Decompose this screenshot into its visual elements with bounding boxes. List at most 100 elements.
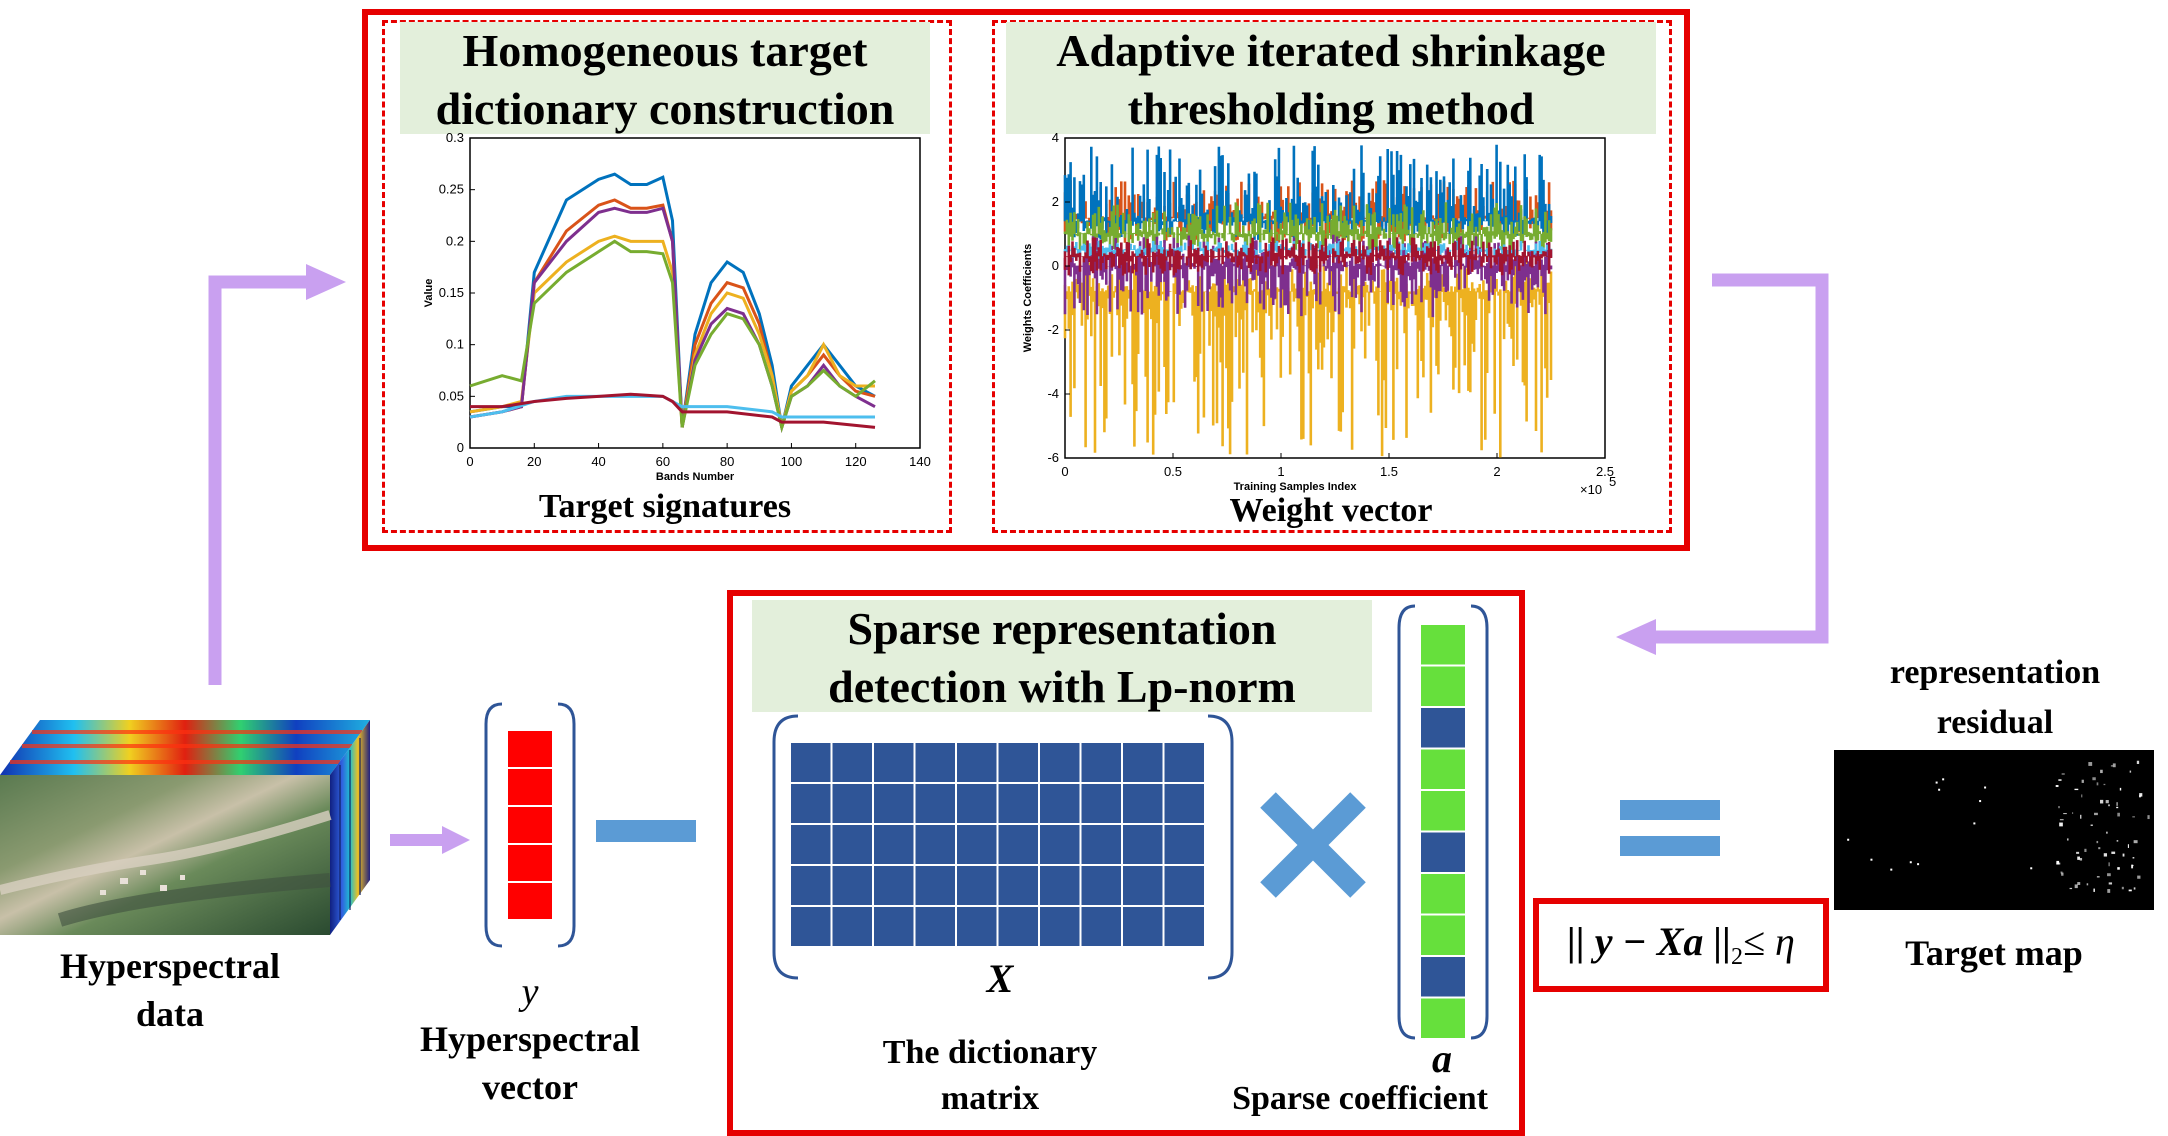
coef-cell <box>1419 996 1467 1040</box>
residual-pixel <box>2117 867 2120 870</box>
arrow-head-small <box>442 826 470 854</box>
x-axis-label: Bands Number <box>656 471 735 483</box>
matrix-caption-line2: matrix <box>940 1080 1040 1117</box>
matrix-cell <box>913 741 957 784</box>
left-panel-title-line2: dictionary construction <box>435 83 895 134</box>
vector-label: Hyperspectral vector <box>390 1015 670 1111</box>
y-axis-label: Value <box>423 279 435 308</box>
sparse-coefficient-vector <box>1397 604 1489 1040</box>
residual-pixel <box>2103 783 2106 786</box>
residual-pixel <box>1890 868 1893 871</box>
hyperspectral-cube-image <box>0 720 370 935</box>
matrix-cell <box>1038 741 1082 784</box>
matrix-cell <box>1121 741 1165 784</box>
matrix-cell <box>789 782 833 825</box>
matrix-cell <box>1162 864 1206 907</box>
x-tick-label: 100 <box>781 454 803 469</box>
residual-pixel <box>2133 840 2138 844</box>
coef-cell <box>1419 664 1467 708</box>
formula-box <box>1533 898 1829 992</box>
x-tick-label: 120 <box>845 454 867 469</box>
formula-sub: 2 <box>1731 944 1744 970</box>
residual-pixel <box>2147 815 2150 820</box>
series-line-3 <box>469 234 875 428</box>
formula: || y − Xa ||2≤ η <box>1533 918 1829 971</box>
residual-pixel <box>1984 786 1987 789</box>
vector-label-line2: vector <box>482 1067 578 1107</box>
residual-pixel <box>2129 770 2132 773</box>
residual-pixel <box>2077 882 2081 885</box>
y-tick-label: 2 <box>1052 194 1059 209</box>
residual-pixel <box>2086 883 2089 886</box>
residual-pixel <box>2081 779 2084 783</box>
y-tick-label: -2 <box>1047 322 1059 337</box>
y-tick-label: 4 <box>1052 130 1059 145</box>
residual-pixel <box>2072 812 2074 814</box>
matrix-cell <box>1079 782 1123 825</box>
hyperspectral-data-label: Hyperspectral data <box>30 942 310 1038</box>
target-map-image <box>1834 750 2154 910</box>
residual-pixel <box>2105 800 2109 804</box>
equals-operator <box>1620 800 1720 856</box>
residual-pixel <box>2093 888 2095 892</box>
residual-pixel <box>2080 814 2082 819</box>
x-tick-label: 2.5 <box>1596 464 1614 479</box>
matrix-cell <box>872 741 916 784</box>
matrix-cell <box>872 823 916 866</box>
matrix-cell <box>1038 823 1082 866</box>
matrix-symbol: X <box>986 956 1014 1001</box>
x-tick-label: 140 <box>909 454 931 469</box>
formula-left: || y − Xa || <box>1567 919 1732 964</box>
matrix-cell <box>996 782 1040 825</box>
middle-frame <box>727 590 1525 1136</box>
y-tick-label: 0.05 <box>439 388 464 403</box>
residual-pixel <box>2139 795 2141 798</box>
hyperspectral-data-line1: Hyperspectral <box>60 946 280 986</box>
y-tick-label: 0.15 <box>439 285 464 300</box>
residual-pixel <box>1870 858 1873 861</box>
equals-bar-top <box>1620 800 1720 820</box>
series-line-1 <box>469 172 876 428</box>
coef-symbol: a <box>1432 1036 1452 1081</box>
matrix-cell <box>1162 823 1206 866</box>
residual-pixel <box>2096 876 2100 878</box>
coef-cell <box>1419 913 1467 957</box>
series-band-7 <box>1063 237 1553 276</box>
residual-pixel <box>2127 844 2130 848</box>
y-tick-label: 0.2 <box>446 233 464 248</box>
left-panel-title-line1: Homogeneous target <box>462 25 868 76</box>
residual-pixel <box>2094 812 2098 816</box>
matrix-cell <box>1038 864 1082 907</box>
residual-pixel <box>2107 873 2111 877</box>
x-tick-label: 1 <box>1277 464 1284 479</box>
matrix-cell <box>1079 905 1123 948</box>
x-tick-label: 0 <box>1061 464 1068 479</box>
matrix-cell <box>789 823 833 866</box>
matrix-cell <box>1079 864 1123 907</box>
residual-pixel <box>2111 851 2116 854</box>
residual-pixel <box>2069 887 2073 890</box>
matrix-cell <box>1121 782 1165 825</box>
residual-pixel <box>2131 864 2134 869</box>
residual-pixel <box>2100 769 2103 774</box>
x-tick-label: 60 <box>656 454 670 469</box>
matrix-cell <box>996 905 1040 948</box>
matrix-cell <box>1079 741 1123 784</box>
matrix-caption: The dictionary matrix <box>840 1030 1140 1122</box>
residual-pixel <box>2128 889 2132 892</box>
residual-pixel <box>2096 840 2099 844</box>
matrix-cell <box>1121 864 1165 907</box>
residual-pixel <box>2061 773 2065 775</box>
matrix-cell <box>1121 905 1165 948</box>
matrix-cell <box>830 823 874 866</box>
residual-pixel <box>2100 799 2104 804</box>
coef-cell <box>1419 830 1467 874</box>
matrix-cell <box>1038 782 1082 825</box>
residual-pixel <box>2108 862 2110 867</box>
multiply-operator <box>1260 792 1366 898</box>
coef-cell <box>1419 955 1467 999</box>
matrix-cell <box>830 864 874 907</box>
residual-pixel <box>2112 763 2116 768</box>
top-frame <box>362 9 1690 551</box>
